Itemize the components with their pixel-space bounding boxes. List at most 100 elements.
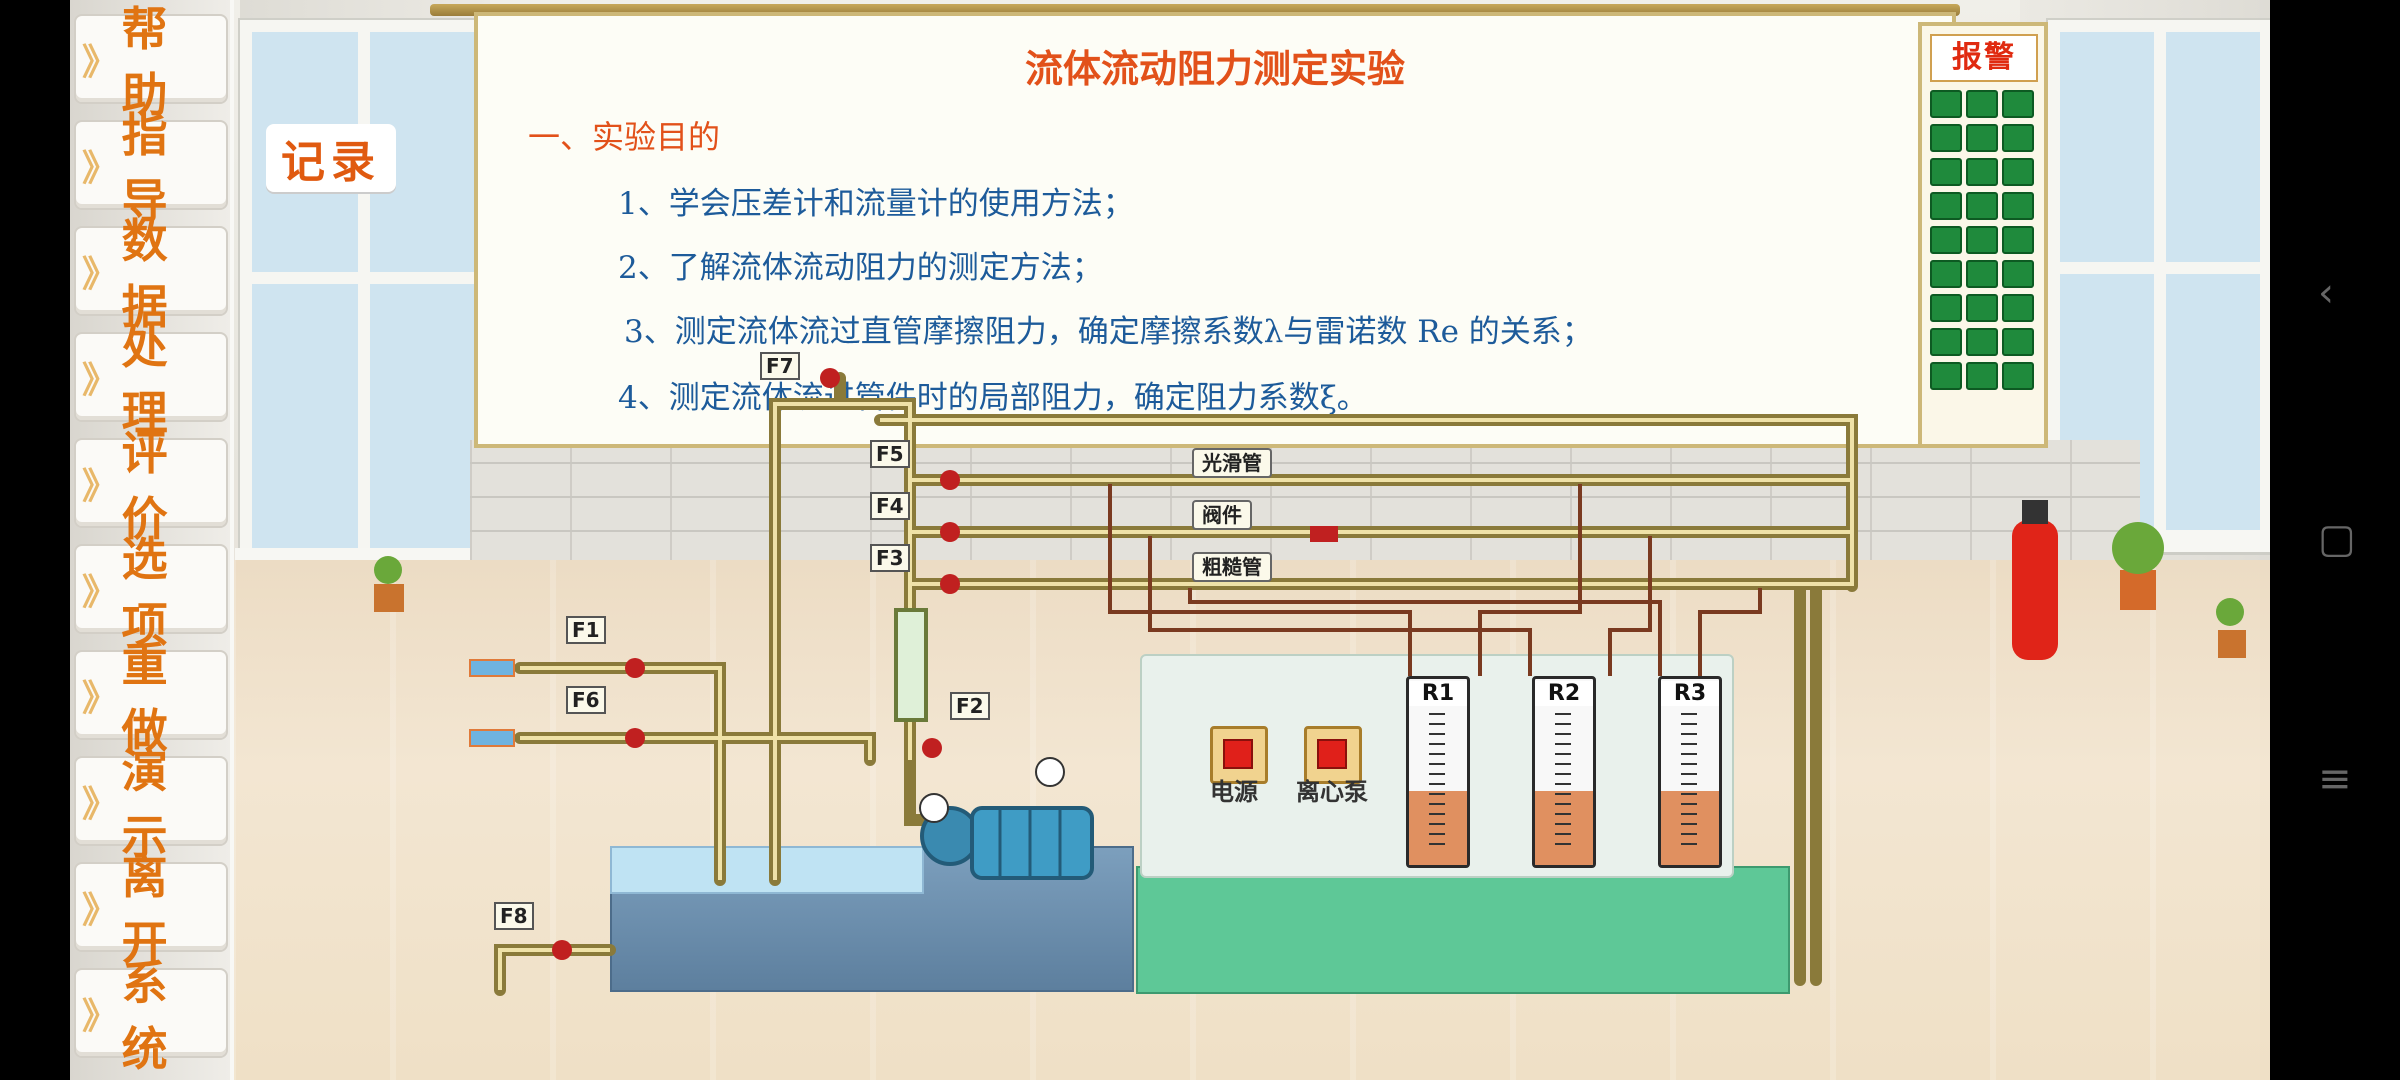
power-switch[interactable] [1210, 726, 1268, 784]
alarm-indicator [1930, 328, 1962, 356]
chevron-icon: 》 [82, 996, 118, 1037]
valve-tag-f6[interactable]: F6 [566, 686, 606, 714]
chevron-icon: 》 [82, 360, 118, 401]
alarm-indicator [2002, 362, 2034, 390]
sidebar-button-label: 选项 [121, 532, 178, 652]
sidebar-button[interactable]: 》演示 [74, 744, 228, 864]
alarm-indicator [2002, 226, 2034, 254]
manometer-r2[interactable]: R2 [1532, 676, 1596, 868]
alarm-indicator [1966, 362, 1998, 390]
record-button[interactable]: 记录 [266, 124, 396, 192]
sidebar-button-label: 评价 [121, 426, 178, 546]
alarm-indicators [1930, 90, 2034, 390]
manometer-r1[interactable]: R1 [1406, 676, 1470, 868]
manometer-label: R1 [1409, 681, 1467, 706]
sidebar-button-label: 数据 [121, 214, 178, 334]
sidebar-button[interactable]: 》离开 [74, 850, 228, 970]
alarm-indicator [1966, 328, 1998, 356]
alarm-indicator [1930, 226, 1962, 254]
valve-tag-f7[interactable]: F7 [760, 352, 800, 380]
chevron-icon: 》 [82, 148, 118, 189]
valve-tag-f5[interactable]: F5 [870, 440, 910, 468]
sidebar-button[interactable]: 》评价 [74, 426, 228, 546]
sidebar-button[interactable]: 》指导 [74, 108, 228, 228]
chevron-icon: 》 [82, 572, 118, 613]
chevron-icon: 》 [82, 42, 118, 83]
alarm-indicator [2002, 192, 2034, 220]
alarm-indicator [1930, 294, 1962, 322]
manometer-label: R3 [1661, 681, 1719, 706]
alarm-indicator [1966, 226, 1998, 254]
alarm-indicator [1966, 192, 1998, 220]
sidebar-button-label: 演示 [121, 744, 178, 864]
valve-tag-f1[interactable]: F1 [566, 616, 606, 644]
objective-4: 4、测定流体流过管件时的局部阻力，确定阻力系数ξ。 [618, 380, 1368, 416]
sidebar-button-label: 重做 [121, 638, 178, 758]
chevron-icon: 》 [82, 466, 118, 507]
objectives-board: 流体流动阻力测定实验 一、实验目的 1、学会压差计和流量计的使用方法； 2、了解… [474, 12, 1956, 448]
system-nav-bar [2270, 0, 2400, 1080]
alarm-indicator [2002, 158, 2034, 186]
alarm-indicator [2002, 328, 2034, 356]
alarm-indicator [1966, 90, 1998, 118]
valve-tag-f3[interactable]: F3 [870, 544, 910, 572]
valve-tag-f4[interactable]: F4 [870, 492, 910, 520]
sidebar-button-label: 系统 [121, 956, 178, 1076]
sidebar-button[interactable]: 》数据 [74, 214, 228, 334]
piping-diagram [374, 368, 2246, 996]
potted-plant [374, 522, 2246, 658]
manometer-label: R2 [1535, 681, 1593, 706]
pipe-label-valve: 阀件 [1192, 500, 1252, 530]
alarm-indicator [1930, 362, 1962, 390]
sidebar-button-label: 指导 [121, 108, 178, 228]
alarm-indicator [2002, 294, 2034, 322]
section-heading: 一、实验目的 [528, 118, 721, 156]
alarm-indicator [2002, 90, 2034, 118]
sidebar-button[interactable]: 》系统 [74, 956, 228, 1076]
sidebar-button-label: 帮助 [121, 2, 178, 122]
pump-switch[interactable] [1304, 726, 1362, 784]
objective-2: 2、了解流体流动阻力的测定方法； [618, 250, 1103, 286]
cabinet-base [1136, 866, 1790, 994]
pump-label: 离心泵 [1296, 778, 1368, 806]
alarm-button[interactable]: 报警 [1930, 34, 2038, 82]
alarm-indicator [1930, 124, 1962, 152]
alarm-indicator [1930, 260, 1962, 288]
alarm-indicator [1930, 158, 1962, 186]
valve-tag-f8[interactable]: F8 [494, 902, 534, 930]
chevron-icon: 》 [82, 784, 118, 825]
manometer-r3[interactable]: R3 [1658, 676, 1722, 868]
fire-extinguisher [2012, 500, 2058, 660]
pipe-label-smooth: 光滑管 [1192, 448, 1272, 478]
rotameter [894, 608, 928, 722]
sidebar-button[interactable]: 》处理 [74, 320, 228, 440]
sidebar-button-label: 处理 [121, 320, 178, 440]
alarm-indicator [1966, 294, 1998, 322]
experiment-title: 流体流动阻力测定实验 [1024, 46, 1405, 91]
home-icon[interactable]: ▢ [2318, 516, 2356, 562]
lab-scene: 流体流动阻力测定实验 一、实验目的 1、学会压差计和流量计的使用方法； 2、了解… [70, 0, 2270, 1080]
alarm-indicator [1930, 90, 1962, 118]
alarm-indicator [1966, 260, 1998, 288]
alarm-indicator [2002, 124, 2034, 152]
power-label: 电源 [1210, 778, 1258, 806]
objective-1: 1、学会压差计和流量计的使用方法； [618, 186, 1134, 222]
menu-icon[interactable]: ≡ [2318, 756, 2352, 802]
alarm-indicator [2002, 260, 2034, 288]
valve-tag-f2[interactable]: F2 [950, 692, 990, 720]
sidebar-button[interactable]: 》重做 [74, 638, 228, 758]
back-icon[interactable]: ‹ [2318, 270, 2334, 316]
chevron-icon: 》 [82, 254, 118, 295]
sidebar: 》帮助》指导》数据》处理》评价》选项》重做》演示》离开》系统 [70, 0, 234, 1080]
alarm-indicator [1930, 192, 1962, 220]
alarm-panel: 报警 [1918, 22, 2048, 448]
objective-3: 3、测定流体流过直管摩擦阻力，确定摩擦系数λ与雷诺数 Re 的关系； [624, 314, 1593, 350]
sidebar-button[interactable]: 》选项 [74, 532, 228, 652]
alarm-indicator [1966, 158, 1998, 186]
sidebar-button[interactable]: 》帮助 [74, 2, 228, 122]
chevron-icon: 》 [82, 890, 118, 931]
chevron-icon: 》 [82, 678, 118, 719]
tank-water [610, 846, 924, 894]
centrifugal-pump [919, 757, 1094, 880]
